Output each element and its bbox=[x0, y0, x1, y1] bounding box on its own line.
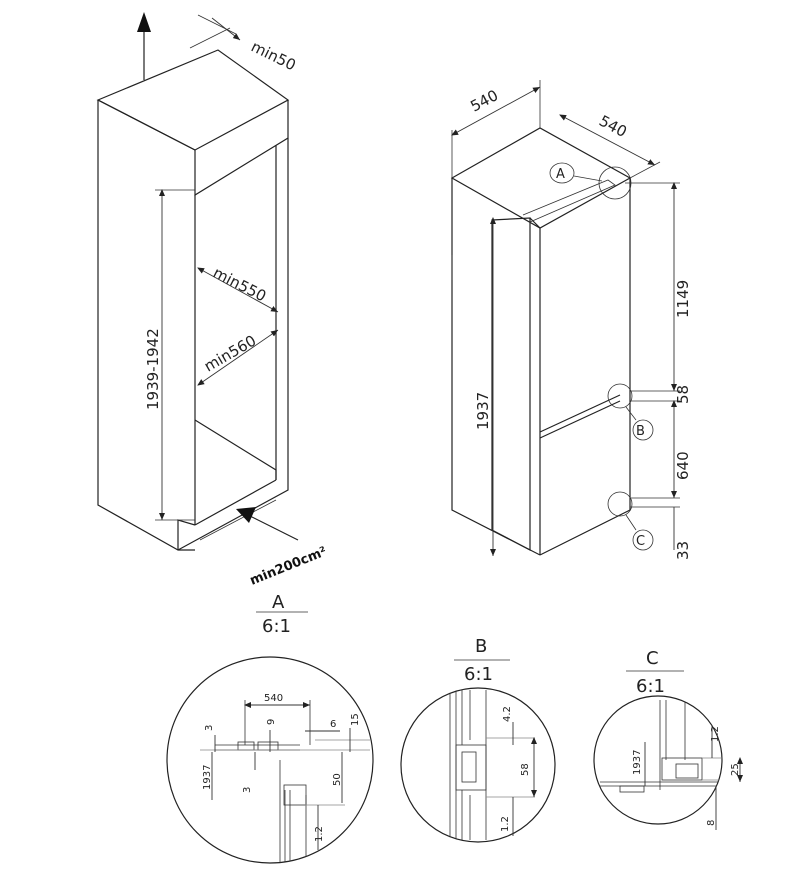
detail-b-title: B bbox=[475, 636, 487, 657]
niche-height-label: 1939-1942 bbox=[144, 328, 162, 410]
marker-a-label: A bbox=[556, 167, 565, 182]
niche-width-label: min560 bbox=[201, 331, 259, 375]
detail-b-dim-4-2: 4.2 bbox=[502, 706, 513, 722]
detail-a-dim-width: 540 bbox=[264, 693, 283, 704]
detail-c-dim-8: 8 bbox=[706, 820, 717, 826]
appliance-height-label: 1937 bbox=[474, 392, 492, 430]
detail-c-dim-1-2: 1.2 bbox=[710, 726, 721, 742]
niche-depth-label: min550 bbox=[210, 264, 269, 306]
marker-c-circle bbox=[607, 491, 633, 517]
detail-a-dim-15: 15 bbox=[350, 713, 361, 726]
detail-a-scale: 6:1 bbox=[262, 616, 291, 637]
detail-b: B 6:1 4.2 58 1.2 bbox=[400, 636, 556, 843]
appliance-drawing: 540 540 A 1937 1149 58 640 33 B C bbox=[450, 80, 692, 560]
marker-c-label: C bbox=[636, 534, 645, 549]
detail-c-circle bbox=[593, 695, 723, 825]
bottom-gap-label: 33 bbox=[674, 541, 692, 560]
door-gap-label: 58 bbox=[674, 385, 692, 404]
detail-a-dim-1-2: 1.2 bbox=[314, 826, 325, 842]
vent-arrow-icon bbox=[236, 507, 256, 523]
detail-a-circle bbox=[166, 656, 374, 864]
detail-a-dim-height: 1937 bbox=[202, 765, 213, 790]
niche-drawing: min50 1939-1942 min550 min560 min200cm² bbox=[96, 12, 329, 589]
upper-door-label: 1149 bbox=[674, 280, 692, 318]
niche-top-clearance-label: min50 bbox=[248, 37, 298, 74]
detail-a: A 6:1 540 3 9 6 15 1937 bbox=[166, 592, 374, 864]
detail-c-dim-height: 1937 bbox=[632, 750, 643, 775]
detail-a-title: A bbox=[272, 592, 285, 613]
marker-b-circle bbox=[607, 383, 633, 409]
niche-top bbox=[96, 49, 290, 151]
detail-a-dim-3-top: 3 bbox=[204, 725, 215, 731]
detail-c-title: C bbox=[646, 648, 659, 669]
airflow-up-arrow-icon bbox=[137, 12, 151, 32]
niche-left-side bbox=[97, 100, 195, 551]
detail-b-scale: 6:1 bbox=[464, 664, 493, 685]
vent-area-label: min200cm² bbox=[248, 544, 329, 588]
detail-a-dim-9: 9 bbox=[266, 719, 277, 725]
detail-c-dim-25: 25 bbox=[730, 763, 741, 776]
detail-c: C 6:1 1937 1.2 25 8 bbox=[593, 648, 743, 830]
detail-b-circle bbox=[400, 687, 556, 843]
lower-door-label: 640 bbox=[674, 451, 692, 480]
detail-a-dim-50: 50 bbox=[332, 773, 343, 786]
detail-b-dim-1-2: 1.2 bbox=[500, 816, 511, 832]
detail-c-scale: 6:1 bbox=[636, 676, 665, 697]
detail-a-dim-3-bottom: 3 bbox=[242, 787, 253, 793]
detail-b-dim-58: 58 bbox=[520, 763, 531, 776]
marker-b-label: B bbox=[636, 424, 645, 439]
detail-a-dim-6: 6 bbox=[330, 719, 336, 730]
